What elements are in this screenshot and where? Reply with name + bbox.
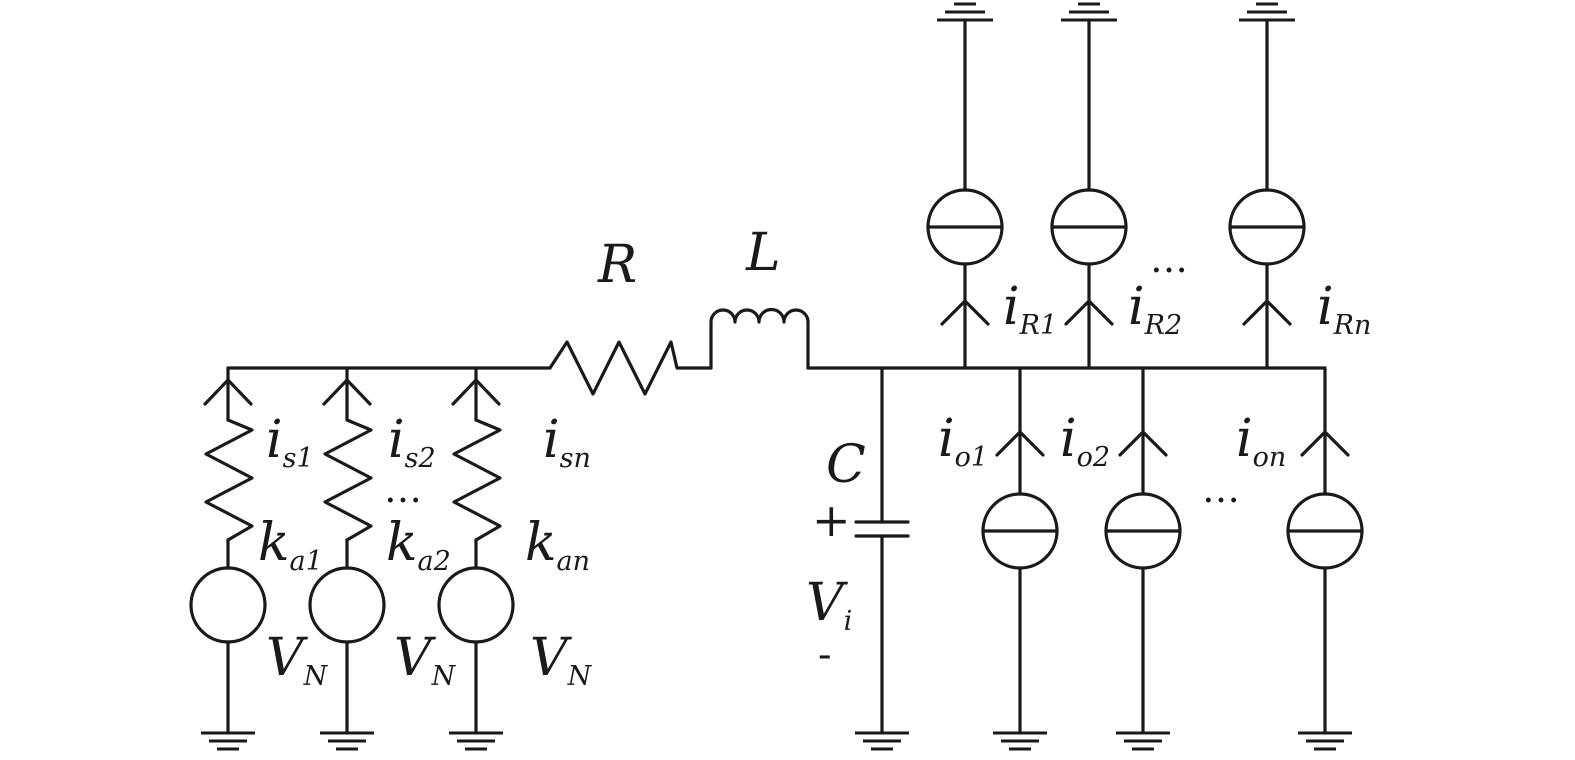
resistor-label: R (597, 235, 637, 295)
ground-symbol (1061, 2, 1117, 22)
load-current-label: io2 (1060, 409, 1110, 473)
capacitor-minus-sign: - (818, 632, 832, 678)
source-resistor (452, 418, 502, 542)
current-arrow (995, 430, 1045, 457)
ground-symbol (1298, 731, 1352, 751)
load-current-label: ion (1236, 409, 1286, 473)
capacitor-voltage-label: Vi (806, 573, 852, 637)
load-current-label: iRn (1317, 277, 1371, 341)
voltage-source (437, 566, 515, 644)
series-inductor (709, 307, 810, 370)
current-arrow (322, 378, 372, 406)
dc-link-capacitor: C + Vi - (806, 366, 910, 751)
current-arrow (1118, 430, 1168, 457)
inductor-label: L (745, 223, 781, 283)
load-current-label: iR2 (1128, 277, 1182, 341)
current-arrow (1242, 299, 1292, 326)
upper-load-n: iRn (1228, 2, 1371, 370)
source-current-label: isn (543, 410, 591, 474)
source-gain-label: kan (525, 513, 590, 577)
source-voltage-label: VN (394, 628, 457, 692)
lower-load-ellipsis: … (1202, 467, 1240, 511)
series-resistor (548, 340, 713, 396)
capacitor-label: C (826, 435, 866, 495)
lower-load-1: io1 (938, 366, 1059, 751)
current-arrow (1064, 299, 1114, 326)
upper-load-2: iR2 (1050, 2, 1182, 370)
source-voltage-label: VN (530, 628, 593, 692)
source-current-label: is1 (266, 410, 314, 474)
upper-load-1: iR1 (926, 2, 1057, 370)
ground-symbol (937, 2, 993, 22)
source-gain-label: ka2 (386, 513, 451, 577)
capacitor-plus-sign: + (812, 493, 851, 547)
source-voltage-label: VN (266, 628, 329, 692)
lower-load-n: ion (1236, 366, 1364, 751)
source-resistor (323, 418, 373, 542)
lower-load-2: io2 (1060, 366, 1182, 751)
current-arrow (1300, 430, 1350, 457)
ground-symbol (320, 731, 374, 751)
source-branch-2: is2 ka2 VN (308, 366, 457, 751)
voltage-source (189, 566, 267, 644)
ground-symbol (449, 731, 503, 751)
source-ellipsis: … (384, 467, 422, 511)
current-arrow (451, 378, 501, 406)
ground-symbol (201, 731, 255, 751)
load-current-label: io1 (938, 409, 988, 473)
ground-symbol (993, 731, 1047, 751)
ground-symbol (1239, 2, 1295, 22)
ground-symbol (1116, 731, 1170, 751)
source-current-label: is2 (388, 410, 436, 474)
ground-symbol (855, 731, 909, 751)
voltage-source (308, 566, 386, 644)
current-arrow (203, 378, 253, 406)
source-branch-n: isn kan VN (437, 366, 593, 751)
current-arrow (940, 299, 990, 326)
load-current-label: iR1 (1003, 277, 1057, 341)
source-branch-1: is1 ka1 VN (189, 366, 329, 751)
upper-load-ellipsis: … (1150, 237, 1188, 281)
source-resistor (204, 418, 254, 542)
source-gain-label: ka1 (258, 513, 323, 577)
